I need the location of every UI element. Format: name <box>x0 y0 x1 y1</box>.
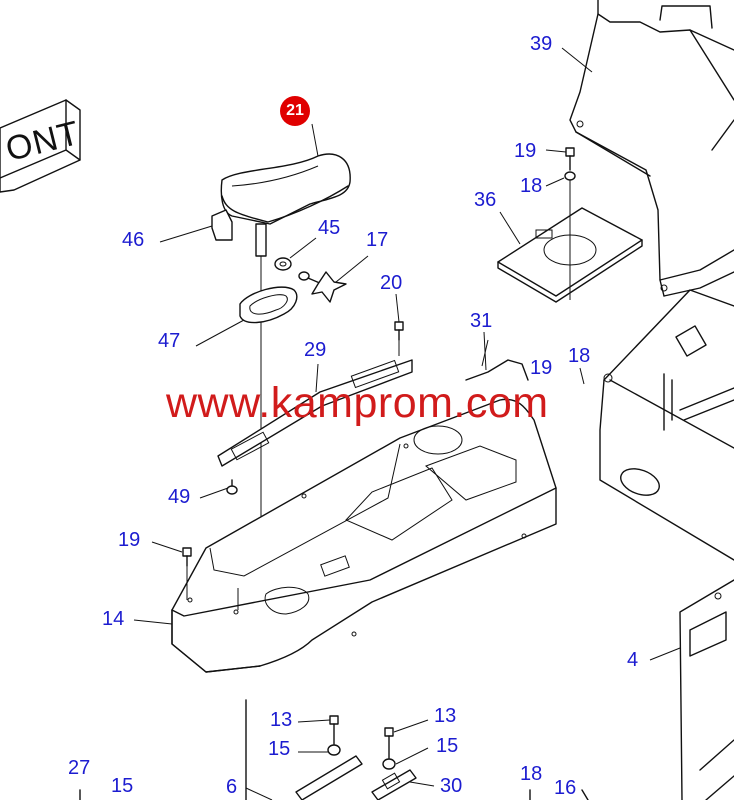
callout-19[interactable]: 19 <box>514 140 537 162</box>
callout-16[interactable]: 16 <box>554 777 577 799</box>
callout-31[interactable]: 31 <box>470 310 493 332</box>
bolt-13-left <box>327 715 341 756</box>
callout-15b[interactable]: 15 <box>436 735 459 757</box>
switch-plate-29 <box>217 359 413 467</box>
callout-20[interactable]: 20 <box>380 272 403 294</box>
callout-36[interactable]: 36 <box>474 189 497 211</box>
bolt-19-left <box>182 547 192 600</box>
callout-18c[interactable]: 18 <box>520 763 543 785</box>
callout-39[interactable]: 39 <box>530 33 553 55</box>
washer-45 <box>274 257 292 271</box>
callout-6[interactable]: 6 <box>226 776 238 798</box>
watermark: www.kamprom.com <box>166 379 549 427</box>
bolt-19-top <box>564 147 576 300</box>
callout-29[interactable]: 29 <box>304 339 327 361</box>
callout-15c[interactable]: 15 <box>111 775 134 797</box>
panel-4 <box>679 579 734 800</box>
callout-18[interactable]: 18 <box>520 175 543 197</box>
callout-45[interactable]: 45 <box>318 217 341 239</box>
clip-46 <box>211 209 233 241</box>
knob-17 <box>298 271 347 303</box>
bracket-6 <box>245 699 363 800</box>
callout-4[interactable]: 4 <box>627 649 639 671</box>
callout-27[interactable]: 27 <box>68 757 91 779</box>
bolt-13-right <box>382 727 396 770</box>
cab-frame <box>599 289 734 561</box>
bracket-31 <box>465 339 529 381</box>
callout-47[interactable]: 47 <box>158 330 181 352</box>
leader-lines <box>133 47 681 800</box>
gasket-47 <box>239 286 298 324</box>
callout-18b[interactable]: 18 <box>568 345 591 367</box>
bolt-49 <box>226 479 238 495</box>
screw-20 <box>394 321 404 356</box>
callout-49[interactable]: 49 <box>168 486 191 508</box>
callout-15[interactable]: 15 <box>268 738 291 760</box>
callout-17[interactable]: 17 <box>366 229 389 251</box>
console-14 <box>171 398 557 673</box>
callout-19b[interactable]: 19 <box>530 357 553 379</box>
callout-21[interactable]: 21 <box>280 96 310 126</box>
callout-13b[interactable]: 13 <box>434 705 457 727</box>
bracket-30 <box>371 769 417 800</box>
callout-13[interactable]: 13 <box>270 709 293 731</box>
cab-panel-39 <box>569 0 734 297</box>
front-plate <box>0 99 81 193</box>
callout-14[interactable]: 14 <box>102 608 125 630</box>
callout-30[interactable]: 30 <box>440 775 463 797</box>
armrest-21 <box>220 153 351 540</box>
callout-19c[interactable]: 19 <box>118 529 141 551</box>
callout-46[interactable]: 46 <box>122 229 145 251</box>
